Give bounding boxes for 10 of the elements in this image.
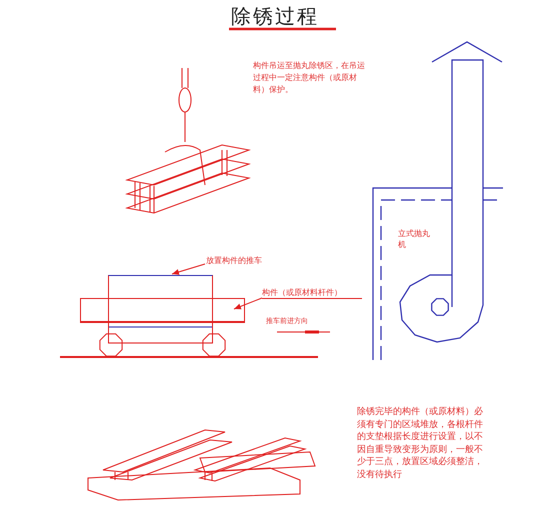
note-text: 除锈完毕的构件（或原材料）必须有专门的区域堆放，各根杆件的支垫根据长度进行设置，以不因自重导致变形为原则，一般不少于三点，放置区域必须整洁，没有待执行 (357, 406, 484, 481)
leader-label: 构件（或原材料杆件） (262, 287, 362, 299)
note-text: 构件吊运至抛丸除锈区，在吊运过程中一定注意构件（或原材料）保护。 (253, 60, 365, 96)
machine-label: 立式抛丸机 (398, 228, 431, 250)
leader-line (234, 298, 262, 310)
leader-line (172, 264, 206, 275)
trolley-box (108, 275, 213, 343)
leader-label: 放置构件的推车 (206, 255, 276, 266)
beam (80, 298, 245, 322)
title: 除锈过程 (231, 4, 319, 28)
